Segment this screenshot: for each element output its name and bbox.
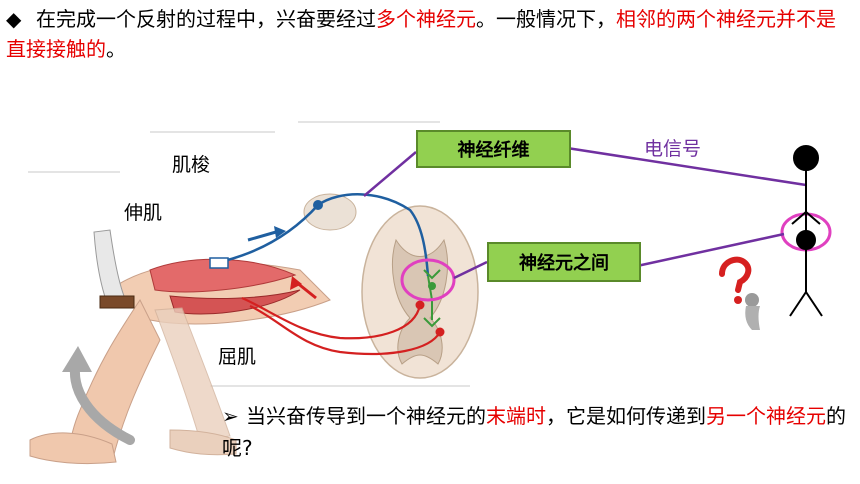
muscle-spindle-icon bbox=[209, 257, 229, 269]
connector-lines bbox=[363, 146, 807, 280]
electric-signal-label: 电信号 bbox=[644, 138, 702, 160]
intro-highlight-1: 多个神经元 bbox=[376, 7, 476, 31]
intro-paragraph: ◆ 在完成一个反射的过程中，兴奋要经过多个神经元。一般情况下，相邻的两个神经元并不… bbox=[6, 4, 854, 64]
question-paragraph: ➢ 当兴奋传导到一个神经元的末端时，它是如何传递到另一个神经元的呢? bbox=[222, 400, 852, 464]
question-highlight-1: 末端时 bbox=[486, 404, 546, 428]
question-highlight-2: 另一个神经元 bbox=[706, 404, 826, 428]
flexor-muscle-label: 屈肌 bbox=[218, 346, 257, 368]
intro-text-3: 。 bbox=[106, 37, 126, 61]
question-text-1: 当兴奋传导到一个神经元的 bbox=[246, 404, 486, 428]
intro-text-1: 在完成一个反射的过程中，兴奋要经过 bbox=[36, 7, 376, 31]
synapse-highlight-circle bbox=[400, 258, 456, 302]
question-text-2: ，它是如何传递到 bbox=[546, 404, 706, 428]
motor-neurons bbox=[241, 276, 445, 356]
leg-drawing bbox=[29, 229, 331, 465]
nerve-fiber-label: 神经纤维 bbox=[416, 130, 571, 168]
between-neurons-label: 神经元之间 bbox=[487, 242, 641, 282]
extensor-muscle-label: 伸肌 bbox=[124, 202, 163, 224]
diamond-bullet-icon: ◆ bbox=[6, 7, 22, 31]
frame-lines bbox=[28, 121, 470, 387]
muscle-spindle-label: 肌梭 bbox=[172, 154, 211, 176]
stick-figure-icon bbox=[789, 145, 823, 317]
intro-text-2: 。一般情况下， bbox=[476, 7, 616, 31]
sensory-neuron bbox=[209, 193, 430, 277]
arrow-bullet-icon: ➢ bbox=[222, 404, 239, 428]
thinking-figure-question-mark-icon bbox=[719, 256, 760, 330]
intro-highlight-2: 相邻的两个神经元并不是直接接触的 bbox=[6, 7, 836, 61]
question-text-3: 的呢? bbox=[222, 404, 846, 460]
